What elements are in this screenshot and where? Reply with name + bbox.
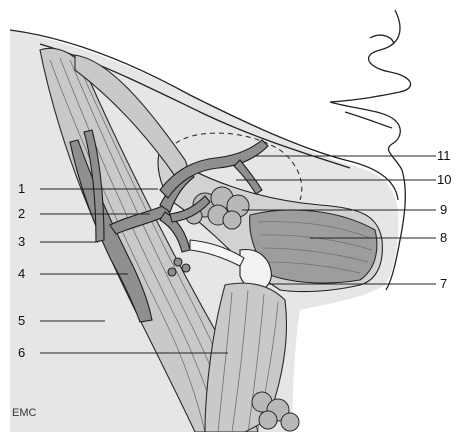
- nostril: [370, 35, 394, 44]
- label-10: 10: [437, 172, 451, 187]
- label-5: 5: [18, 313, 25, 328]
- label-7: 7: [440, 276, 447, 291]
- credit-mark: EMC: [12, 407, 37, 419]
- label-11: 11: [437, 148, 451, 163]
- label-1: 1: [18, 181, 25, 196]
- label-2: 2: [18, 206, 25, 221]
- label-4: 4: [18, 266, 25, 281]
- label-8: 8: [440, 230, 447, 245]
- label-3: 3: [18, 234, 25, 249]
- label-6: 6: [18, 345, 25, 360]
- label-9: 9: [440, 202, 447, 217]
